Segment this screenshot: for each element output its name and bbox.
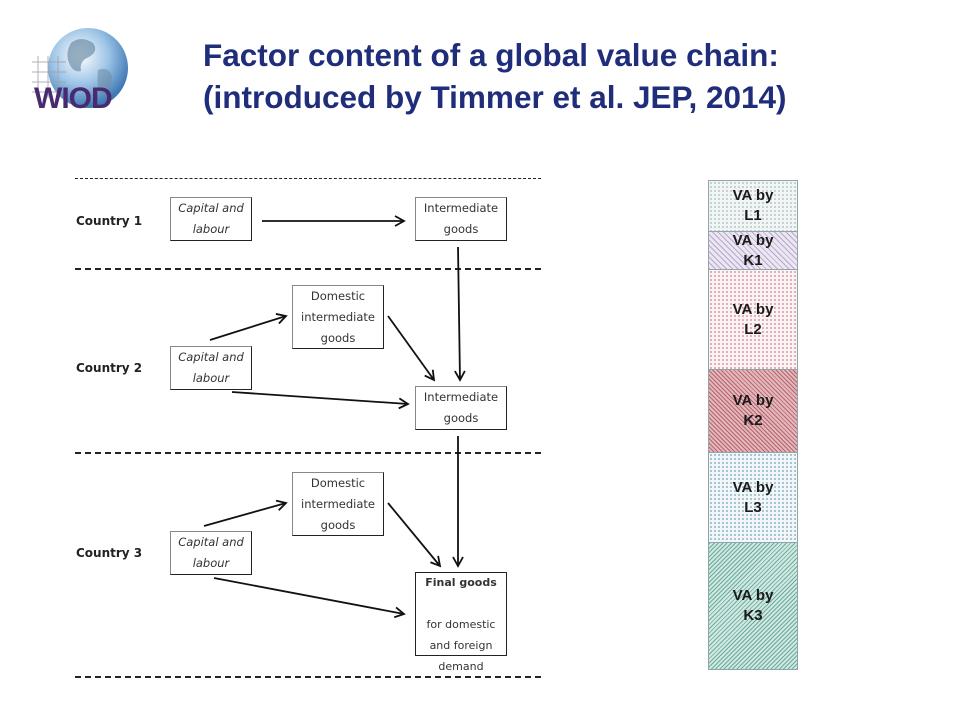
box-label: Domestic intermediate goods [301, 288, 375, 345]
final-goods-label: Final goods for domestic and foreign dem… [425, 551, 497, 677]
va-label: VA by K2 [732, 392, 774, 429]
title-line-2: (introduced by Timmer et al. JEP, 2014) [203, 79, 787, 115]
va-label: VA by L1 [732, 187, 774, 224]
va-label: VA by K1 [732, 231, 774, 269]
separator-1 [75, 268, 541, 270]
separator-bottom [75, 676, 541, 678]
box-label: Intermediate goods [423, 201, 499, 236]
arrow-c2-factors-to-intermediate [231, 391, 410, 410]
country-2-domestic-box: Domestic intermediate goods [292, 285, 384, 349]
country-2-intermediate-box: Intermediate goods [415, 386, 507, 430]
separator-top [75, 178, 541, 179]
va-segment-k1: VA by K1 [708, 231, 798, 270]
logo-text: WIOD [34, 82, 113, 115]
final-goods-subtitle: for domestic and foreign demand [426, 618, 496, 673]
country-1-factors-box: Capital and labour [170, 197, 252, 241]
box-label: Capital and labour [178, 201, 244, 236]
va-segment-l3: VA by L3 [708, 452, 798, 543]
arrow-c2-factors-to-domestic [209, 313, 288, 341]
country-3-factors-box: Capital and labour [170, 531, 252, 575]
va-segment-l2: VA by L2 [708, 269, 798, 370]
va-label: VA by L3 [732, 478, 774, 516]
country-2-label: Country 2 [76, 361, 143, 375]
va-segment-k2: VA by K2 [708, 369, 798, 453]
globe-icon [32, 28, 128, 108]
arrow-c1-intermediate-down [454, 246, 466, 382]
page-title: Factor content of a global value chain: … [203, 34, 943, 118]
box-label: Capital and labour [178, 350, 244, 385]
va-label: VA by L2 [732, 300, 774, 338]
country-1-label: Country 1 [76, 214, 143, 228]
separator-2 [75, 452, 541, 454]
va-segment-k3: VA by K3 [708, 542, 798, 670]
final-goods-box: Final goods for domestic and foreign dem… [415, 572, 507, 673]
box-label: Domestic intermediate goods [301, 475, 375, 532]
va-label: VA by K3 [732, 587, 774, 624]
arrow-c3-factors-to-final [213, 577, 406, 619]
arrow-c2-domestic-to-intermediate [387, 315, 436, 382]
title-line-1: Factor content of a global value chain: [203, 37, 779, 73]
final-goods-title: Final goods [425, 576, 497, 589]
box-label: Capital and labour [178, 535, 244, 570]
box-label: Intermediate goods [423, 390, 499, 425]
country-3-label: Country 3 [76, 546, 143, 560]
country-3-domestic-box: Domestic intermediate goods [292, 472, 384, 536]
va-segment-l1: VA by L1 [708, 180, 798, 232]
country-2-factors-box: Capital and labour [170, 346, 252, 390]
arrow-c3-factors-to-domestic [203, 499, 288, 527]
country-1-intermediate-box: Intermediate goods [415, 197, 507, 241]
